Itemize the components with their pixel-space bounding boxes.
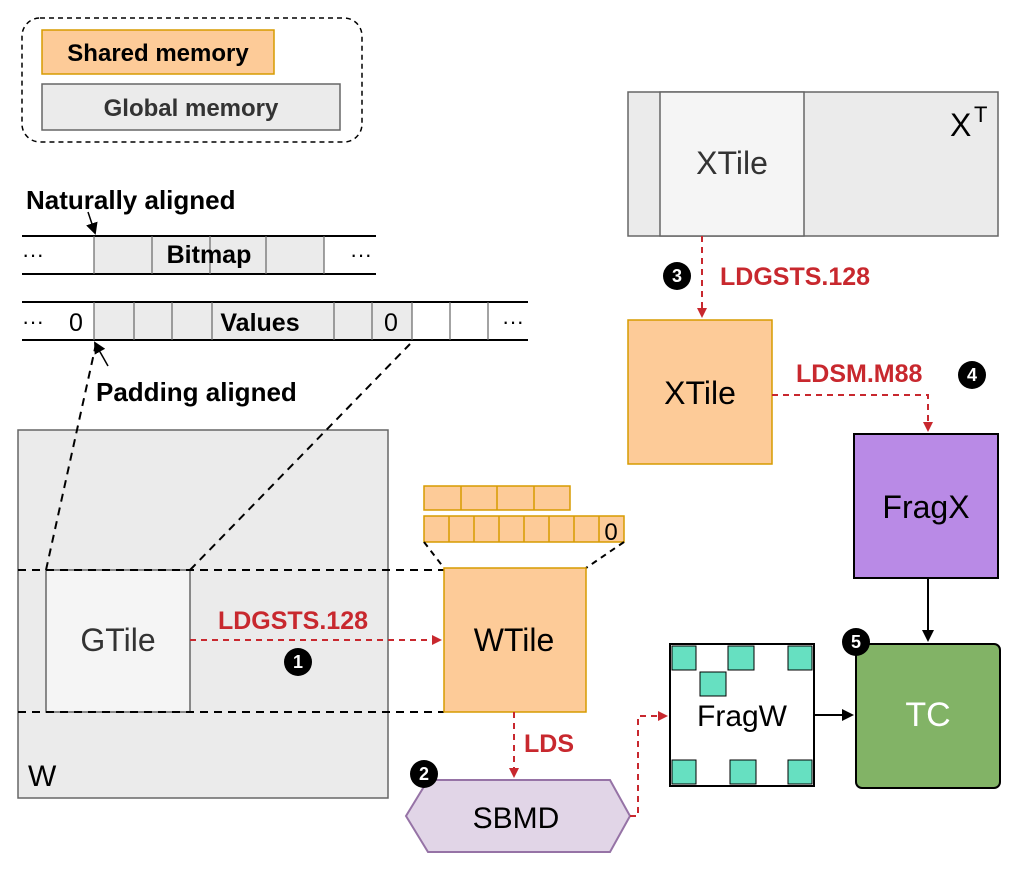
padding-aligned-label: Padding aligned (96, 377, 297, 407)
legend-global-swatch (41, 83, 341, 131)
values-cells-fill (94, 302, 412, 340)
matrix-xt: XTile X T (627, 91, 999, 237)
step-badge-5-text: 5 (851, 632, 861, 652)
fragw: FragW (669, 643, 815, 787)
tc-box (855, 643, 1001, 789)
step-badge-1-text: 1 (293, 652, 303, 672)
gtile-label: GTile (80, 622, 155, 658)
fragw-label: FragW (697, 700, 788, 733)
legend-shared-swatch (41, 29, 275, 75)
fragw-cell (729, 759, 757, 785)
wtile-strip-link-right (585, 541, 625, 569)
wtile: 0 WTile (423, 485, 625, 713)
xt-xtile-box (659, 91, 805, 237)
fragw-cell (787, 645, 813, 671)
step-badge-3-text: 3 (672, 266, 682, 286)
values-right-ellipsis: ··· (502, 309, 524, 334)
step-badge-3 (663, 262, 691, 290)
legend-shared-label: Shared memory (67, 40, 249, 67)
tc-label: TC (905, 696, 950, 734)
op2-label: LDS (524, 730, 574, 758)
gtile-projection-left (45, 343, 97, 571)
arrow-ldsm (772, 394, 933, 432)
gtile-box (45, 569, 191, 713)
step-badge-1 (284, 648, 312, 676)
step-badge-5 (842, 628, 870, 656)
values-row: ··· 0 Values 0 ··· Padding aligned (22, 301, 528, 407)
step-badge-4 (958, 361, 986, 389)
matrix-w: GTile W (17, 429, 389, 799)
sbmd-label: SBMD (473, 802, 560, 835)
step-badge-2 (410, 760, 438, 788)
op3-label: LDGSTS.128 (720, 263, 870, 291)
values-left-ellipsis: ··· (22, 309, 44, 334)
step-badge-4-text: 4 (967, 365, 977, 385)
wtile-box (443, 567, 587, 713)
xt-xtile-label: XTile (696, 145, 768, 181)
values-right-zero: 0 (384, 309, 398, 337)
sbmd-hexagon (404, 779, 632, 853)
op4-label: LDSM.M88 (796, 360, 923, 388)
values-label: Values (220, 309, 299, 337)
matrix-xt-superscript: T (974, 102, 987, 127)
values-left-zero: 0 (69, 309, 83, 337)
fragx-box (853, 433, 999, 579)
fragw-cell (699, 671, 727, 697)
bitmap-label: Bitmap (167, 241, 252, 269)
padding-aligned-pointer (94, 341, 109, 367)
fragw-cell (727, 645, 755, 671)
fragw-cell (787, 759, 813, 785)
bitmap-right-ellipsis: ··· (350, 242, 372, 267)
fragx-label: FragX (882, 489, 969, 525)
arrow-sbmd-fragw (630, 711, 668, 817)
step-badge-2-text: 2 (419, 764, 429, 784)
xtile-shared-box (627, 319, 773, 465)
wtile-label: WTile (474, 622, 555, 658)
bitmap-row: Naturally aligned ··· Bitmap ··· (22, 185, 376, 275)
naturally-aligned-label: Naturally aligned (26, 185, 236, 215)
wtile-strip-link-left (423, 541, 445, 569)
wtile-pad-zero: 0 (604, 519, 617, 546)
fragw-cell (671, 645, 697, 671)
op1-label: LDGSTS.128 (218, 607, 368, 635)
fragw-cell (671, 759, 697, 785)
legend: Shared memory Global memory (21, 17, 363, 143)
bitmap-cells-fill (94, 236, 324, 274)
xtile-shared-label: XTile (664, 375, 736, 411)
matrix-xt-label: X (950, 107, 971, 143)
legend-global-label: Global memory (104, 95, 279, 122)
matrix-w-label: W (28, 760, 57, 793)
naturally-aligned-pointer (86, 211, 98, 235)
bitmap-left-ellipsis: ··· (22, 242, 44, 267)
gtile-projection-right (189, 343, 411, 571)
